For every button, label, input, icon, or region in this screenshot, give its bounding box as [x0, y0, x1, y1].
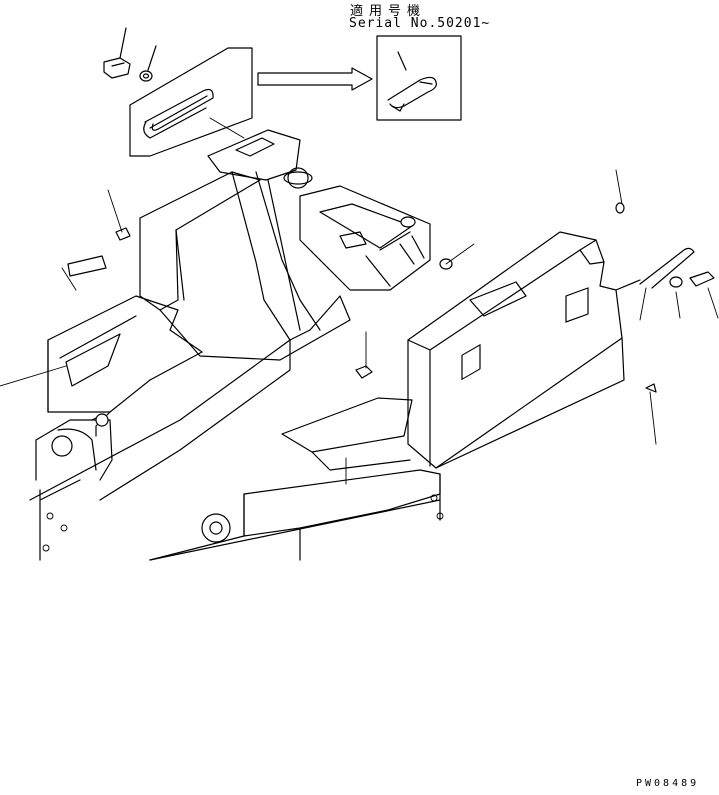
left-frame [29, 339, 291, 561]
clip-part-right [645, 383, 657, 445]
handle-detail-panel [129, 47, 253, 157]
applies-label: 適用号機 [350, 4, 427, 19]
left-cover-plate [0, 255, 203, 437]
label-plate [67, 255, 107, 277]
center-step-plate [281, 397, 413, 485]
arrow-right-icon [257, 67, 373, 91]
right-cover-box [407, 169, 641, 469]
lower-frame [149, 469, 444, 561]
support-tower [139, 129, 351, 361]
bolt-part-center [355, 331, 373, 379]
bolt-part-rear [439, 243, 475, 270]
handle-part-right [639, 247, 695, 321]
washer-part-top-left [139, 45, 157, 82]
serial-detail-box [376, 35, 462, 121]
serial-number-label: Serial No.50201~ [349, 16, 491, 31]
drawing-code: PW08489 [636, 778, 700, 789]
washer-part-right [669, 276, 683, 319]
bolt-part-left [107, 189, 131, 241]
cover-badge [469, 281, 527, 317]
bolt-part-top-left [103, 27, 131, 79]
rear-bracket [299, 185, 431, 291]
bolt-part-right [689, 271, 719, 319]
